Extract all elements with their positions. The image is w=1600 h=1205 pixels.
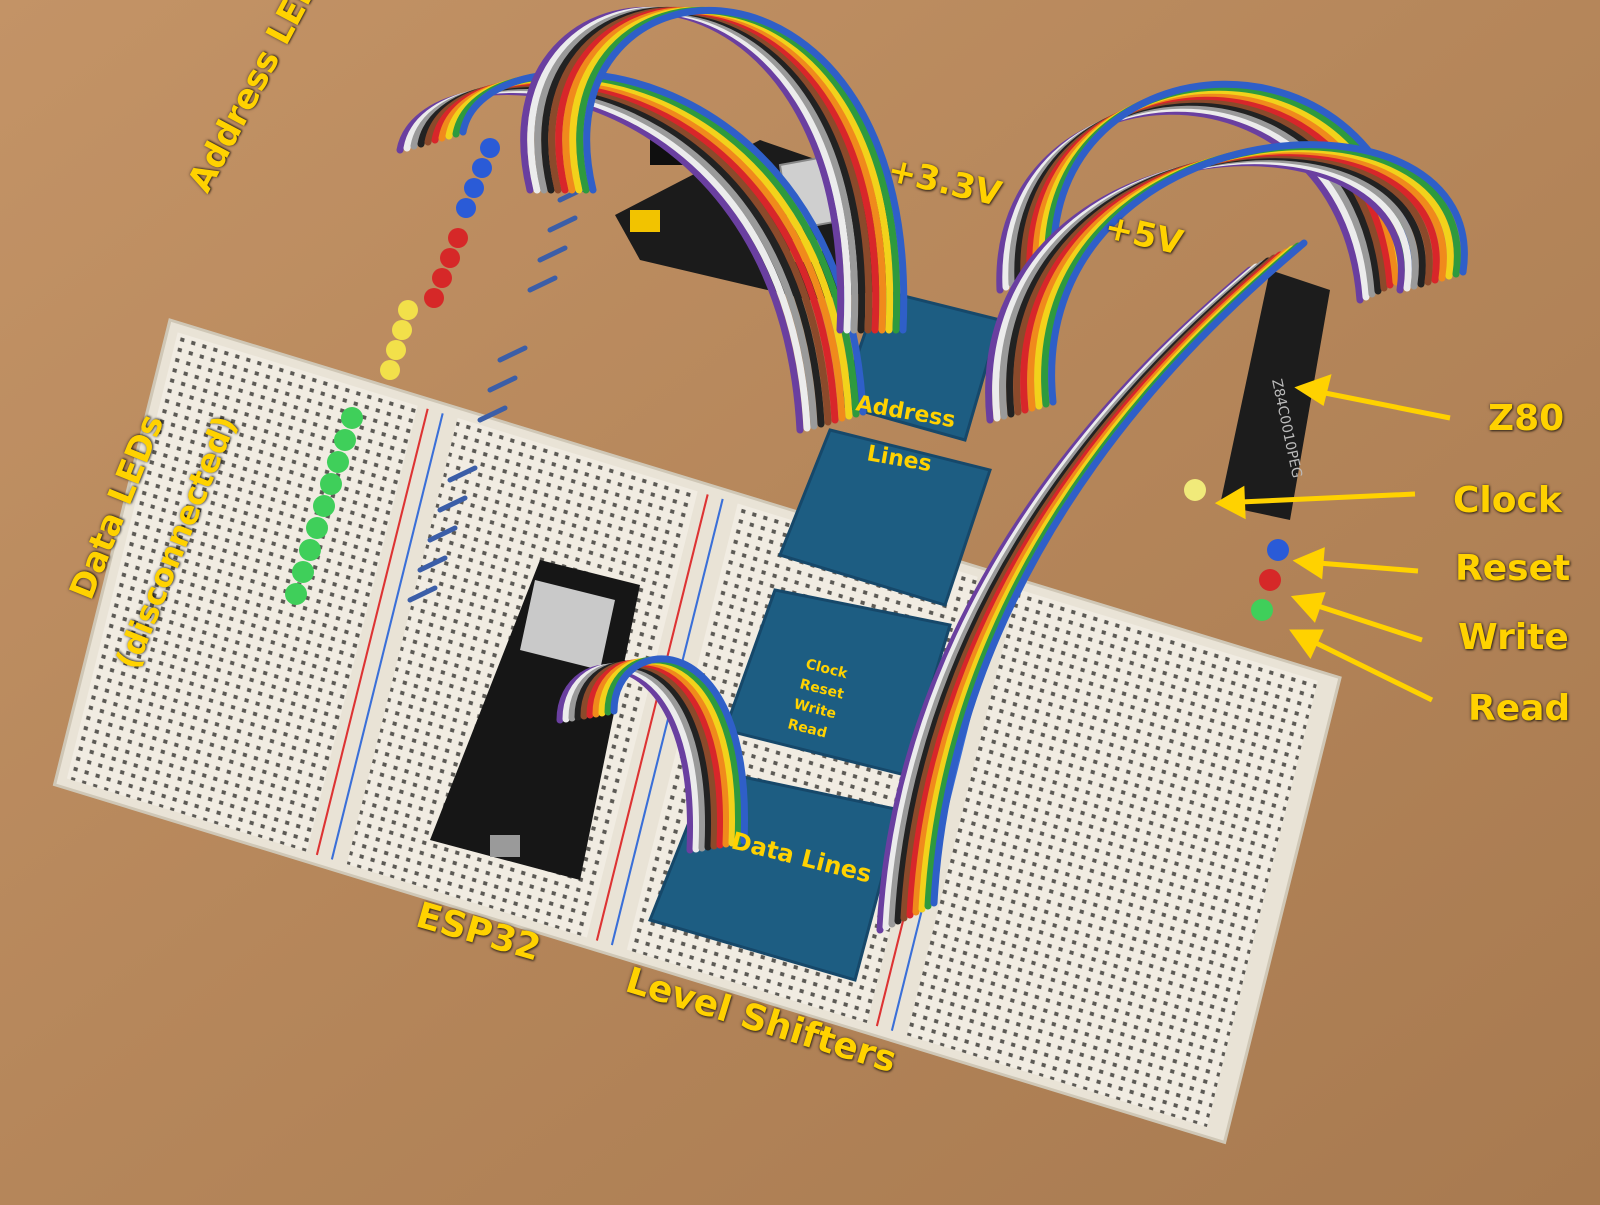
address-leds [380, 138, 500, 380]
clock-arrow [1239, 491, 1416, 505]
reset-arrow [1317, 560, 1419, 574]
z80-arrow [1319, 389, 1451, 421]
ribbon-strand [1048, 141, 1468, 406]
ribbon-data-long [876, 239, 1308, 934]
annotation-arrows [1214, 374, 1451, 703]
resistors [407, 185, 588, 603]
ribbon-5v-z80-back [985, 141, 1468, 424]
ribbon-cables [396, 6, 1468, 934]
ribbon-esp32 [556, 655, 748, 854]
ribbon-address-top [520, 6, 908, 334]
read-label: Read [1468, 688, 1571, 729]
read-arrow [1310, 638, 1434, 703]
ribbon-strand [459, 69, 867, 416]
z80-label: Z80 [1488, 398, 1565, 439]
ribbon-address-left [396, 69, 867, 434]
ribbon-strand [930, 239, 1308, 907]
ribbon-strand [583, 6, 908, 334]
z80-chip: Z84C0010PEG [1220, 270, 1330, 520]
control-leds [1184, 479, 1289, 621]
breadboard-strip-4 [906, 589, 1318, 1128]
clock-label: Clock [1453, 480, 1562, 521]
write-label: Write [1458, 617, 1569, 658]
level-shifter-address-2 [777, 428, 992, 607]
reset-label: Reset [1455, 548, 1571, 589]
esp32-board [430, 560, 640, 880]
write-arrow [1314, 602, 1423, 643]
ribbon-strand [610, 655, 748, 845]
data-leds [285, 407, 363, 605]
